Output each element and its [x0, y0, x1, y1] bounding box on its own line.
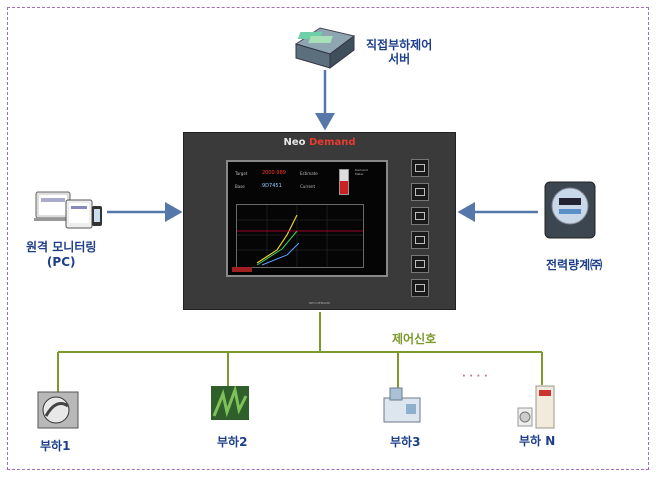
panel-screen: Target 2000:989 Estimate Base 9D7451 Cur… [226, 160, 388, 277]
load-label: 부하 N [519, 434, 556, 448]
monitor-devices-icon [34, 191, 102, 229]
aircon-icon [517, 385, 555, 429]
base-label: Base [235, 184, 245, 189]
server-icon [294, 27, 356, 69]
estimate-label: Estimate [300, 171, 318, 176]
load-label: 부하2 [217, 435, 248, 449]
panel-button[interactable] [411, 183, 429, 201]
panel-button[interactable] [411, 159, 429, 177]
panel-button[interactable] [411, 207, 429, 225]
demand-gauge [339, 169, 349, 195]
load-label: 부하3 [390, 435, 421, 449]
neo-demand-panel: Neo Demand Target 2000:989 Estimate Base… [183, 132, 456, 310]
ellipsis: · · · · [462, 371, 488, 382]
load-label: 부하1 [40, 439, 71, 453]
machine-icon [383, 387, 421, 423]
power-meter-icon [544, 181, 596, 239]
target-value: 2000:989 [262, 170, 286, 176]
panel-footer: NEO DEMAND [309, 301, 330, 305]
panel-button[interactable] [411, 255, 429, 273]
gauge-label: Demand Meter [355, 168, 368, 176]
target-label: Target [235, 171, 248, 176]
diagram-frame [7, 7, 649, 470]
base-value: 9D7451 [262, 183, 282, 189]
control-bus [57, 312, 543, 392]
monitor-label: 원격 모니터링(PC) [26, 240, 97, 269]
boiler-icon [37, 391, 79, 429]
current-label: Current [300, 184, 316, 189]
panel-button[interactable] [411, 231, 429, 249]
panel-button[interactable] [411, 279, 429, 297]
demand-chart [236, 204, 364, 268]
panel-title: Neo Demand [283, 137, 356, 148]
meter-label: 전력량계㈜ [546, 258, 603, 272]
plant-icon [211, 386, 249, 420]
control-signal-label: 제어신호 [392, 332, 437, 346]
